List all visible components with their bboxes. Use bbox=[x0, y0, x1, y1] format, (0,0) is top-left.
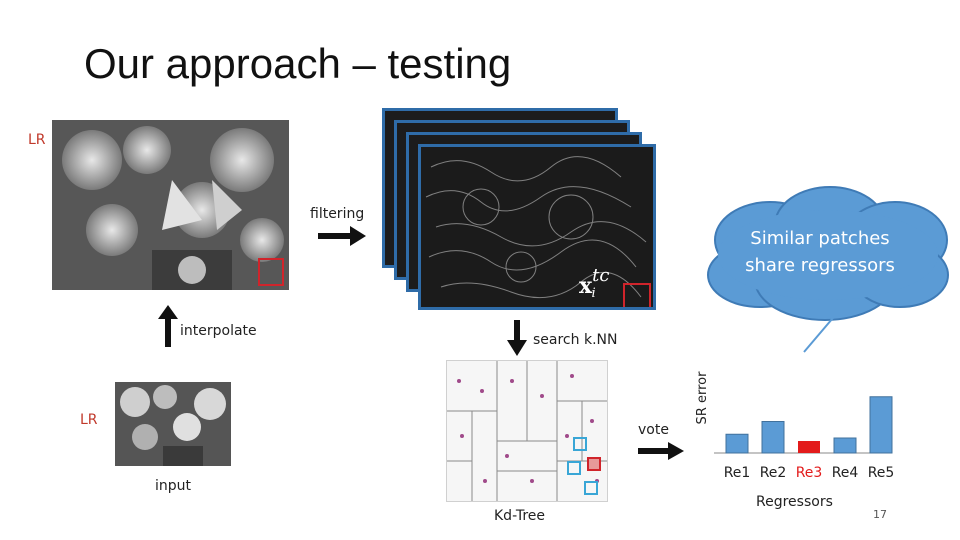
bar-re1 bbox=[725, 433, 749, 454]
bar-re5 bbox=[869, 396, 893, 454]
kd-tree-diagram bbox=[446, 360, 608, 502]
tick-label-re1: Re1 bbox=[724, 465, 751, 481]
cloud-line-2: share regressors bbox=[745, 255, 895, 276]
bar-re2 bbox=[761, 421, 785, 454]
input-photo-graphic bbox=[115, 382, 231, 466]
page-number: 17 bbox=[873, 508, 887, 521]
interpolate-label: interpolate bbox=[180, 323, 257, 339]
tick-label-re3: Re3 bbox=[796, 465, 823, 481]
kd-tree-graphic bbox=[447, 361, 607, 501]
bar-re3 bbox=[798, 441, 820, 453]
feature-map-4: xtci bbox=[418, 144, 656, 310]
knn-cell-3 bbox=[584, 481, 598, 495]
lr-label-top: LR bbox=[28, 132, 46, 148]
bar-re4 bbox=[833, 437, 857, 454]
input-label: input bbox=[155, 478, 192, 494]
patch-highlight-box bbox=[258, 258, 284, 286]
cloud-text: Similar patches share regressors bbox=[730, 225, 910, 279]
kd-tree-label: Kd-Tree bbox=[494, 508, 546, 524]
interpolated-image bbox=[52, 120, 289, 290]
feature-vector-symbol: xtci bbox=[579, 265, 610, 301]
feature-patch-box bbox=[623, 283, 651, 307]
slide-title: Our approach – testing bbox=[84, 40, 512, 87]
edge-texture-graphic bbox=[421, 147, 653, 307]
tick-label-re4: Re4 bbox=[832, 465, 859, 481]
vote-label: vote bbox=[638, 422, 669, 438]
input-image bbox=[115, 382, 231, 466]
query-cell bbox=[587, 457, 601, 471]
search-knn-arrow-icon bbox=[507, 320, 527, 356]
interpolate-arrow-icon bbox=[158, 305, 178, 347]
lr-label-bottom: LR bbox=[80, 412, 98, 428]
tick-label-re2: Re2 bbox=[760, 465, 787, 481]
vote-arrow-icon bbox=[638, 442, 684, 460]
knn-cell-1 bbox=[573, 437, 587, 451]
cloud-callout bbox=[707, 186, 949, 353]
sr-error-chart: SR error Re1 Re2 Re3 Re4 Re5 bbox=[695, 371, 895, 481]
filtering-arrow-icon bbox=[318, 226, 366, 246]
cloud-line-1: Similar patches bbox=[750, 228, 890, 249]
knn-cell-2 bbox=[567, 461, 581, 475]
search-knn-label: search k.NN bbox=[533, 332, 618, 348]
chart-ylabel: SR error bbox=[695, 371, 710, 425]
chart-xlabel: Regressors bbox=[756, 494, 833, 510]
flower-photo-graphic bbox=[52, 120, 289, 290]
tick-label-re5: Re5 bbox=[868, 465, 895, 481]
filtering-label: filtering bbox=[310, 206, 365, 222]
